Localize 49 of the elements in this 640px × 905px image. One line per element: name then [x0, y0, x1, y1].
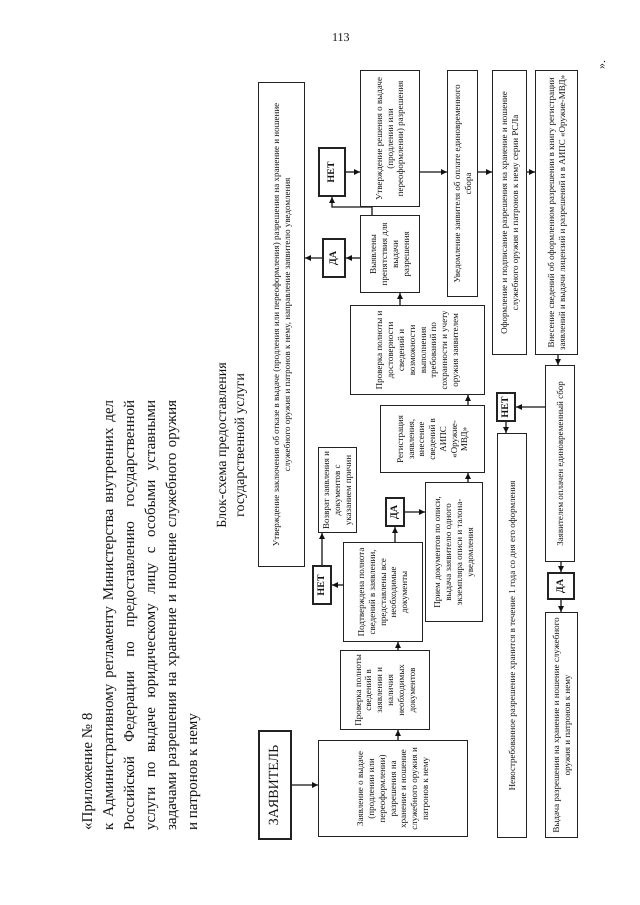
arrow [503, 422, 509, 433]
process-box: Выдача разрешения на хранение и ношение служебного оружия и патронов к нему [545, 612, 578, 838]
process-box: Утверждение решения о выдаче (продлении или переоформлении) разрешения [360, 70, 420, 207]
arrow [478, 169, 492, 175]
process-box: Выявлены препятствия для выдачи разрешения [360, 215, 420, 293]
arrow [405, 509, 425, 515]
closing-quote: ». [594, 60, 609, 69]
actor-box: ЗАЯВИТЕЛЬ [258, 730, 292, 840]
arrow [555, 355, 561, 365]
decision-answer-box: НЕТ [312, 565, 332, 605]
arrow [392, 527, 398, 542]
process-box: Уведомление заявителя об оплате единовременного сбора [447, 70, 478, 297]
arrow [395, 730, 401, 740]
arrow [420, 169, 447, 175]
arrow [346, 169, 360, 175]
arrow [558, 562, 564, 572]
process-box: Внесение сведений об оформленном разрешении в книгу регистрации заявлений и выдачи лицензий и разрешений и в АИПС «Оружие-МВД» [535, 70, 578, 355]
arrow [465, 395, 471, 405]
annex-heading: «Приложение № 8 [79, 712, 97, 830]
process-box: Возврат заявления и документов с указанием причин [318, 447, 357, 533]
arrow [292, 782, 318, 788]
process-box: Утверждение заключения об отказе в выдаче (продления или переоформления) разрешения на хранение и ношение служебного оружия и патронов к нему, направление заявителю уведомления [258, 82, 305, 567]
process-box: Невостребованное разрешение хранится в течение 1 года со дня его оформления [497, 433, 527, 838]
arrow [397, 293, 403, 305]
arrow [329, 197, 373, 215]
arrow [332, 582, 343, 588]
process-box: Регистрация заявления, внесение сведений в АИПС «Оружие-МВД» [380, 405, 485, 473]
process-box: Проверка полноты сведений в заявлении и наличия необходимых документов [340, 650, 430, 730]
arrow [346, 255, 360, 261]
diagram-title: Блок-схема предоставления государственной услуги [214, 361, 248, 530]
decision-answer-box: НЕТ [496, 392, 516, 422]
arrow [465, 473, 471, 482]
process-box: Оформление и подписание разрешения на хранение и ношение служебного оружия и патронов к нему серии РСЛа [492, 70, 527, 355]
process-box: Проверка полноты и достоверности сведений и возможности выполнения требований по сохранности и учету оружия заявителем [350, 305, 485, 395]
decision-answer-box: НЕТ [318, 147, 346, 197]
decision-answer-box: ДА [322, 238, 346, 278]
decision-answer-box: ДА [547, 572, 575, 600]
arrow [527, 169, 535, 175]
arrow [395, 642, 401, 650]
arrow [516, 404, 545, 410]
annex-subtitle: к Административному регламенту Министерства внутренних дел Российской Федерации по предоставлению государственной услуги по выдаче юридическому лицу с особыми уставными задачами разрешения на хранение и ношение служебного оружия и патронов к нему [100, 400, 202, 830]
arrow [305, 255, 322, 261]
process-box: Заявителем оплачен единовременный сбор [545, 365, 575, 562]
process-box: Подтверждена полнота сведений в заявлении, представлены все необходимые документы [343, 542, 423, 642]
decision-answer-box: ДА [385, 497, 405, 527]
arrow [319, 533, 325, 565]
page-number: 113 [332, 30, 350, 45]
process-box: Заявление о выдаче (продлении или переоформлении) разрешения на хранение и ношение служебного оружия и патронов к нему [318, 740, 468, 837]
arrow [558, 600, 564, 612]
